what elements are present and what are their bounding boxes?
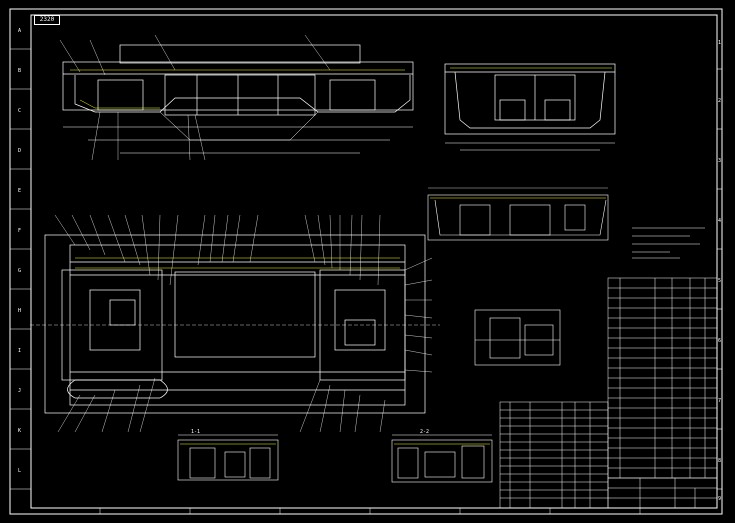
zone-label: 8 [718, 458, 722, 464]
section-2-2-view [391, 434, 493, 483]
section-1-1-label: 1-1 [191, 429, 201, 435]
plan-view-highlights [75, 257, 400, 269]
zone-ticks [10, 48, 722, 490]
detail-view-top [427, 187, 609, 241]
zone-label: F [18, 228, 22, 234]
bottom-zone-ticks [99, 508, 641, 514]
zone-label: 3 [718, 158, 722, 164]
zone-label: L [18, 468, 22, 474]
zone-label: H [18, 308, 22, 314]
zone-label: 1 [718, 40, 722, 46]
zone-label: D [18, 148, 22, 154]
zone-label: 7 [718, 398, 722, 404]
zone-label: 6 [718, 338, 722, 344]
technical-notes [632, 227, 705, 259]
inner-frame [30, 14, 718, 509]
plan-view-leaders-bottom [57, 377, 386, 433]
sheet-corner-tag: 2320 [34, 15, 60, 25]
section-2-2-label: 2-2 [420, 429, 430, 435]
front-elevation-view [62, 44, 414, 154]
section-1-1-view [177, 434, 279, 481]
zone-label: K [18, 428, 22, 434]
plan-view-leaders-top [54, 214, 381, 286]
zone-label: J [18, 388, 22, 394]
front-elevation-leaders [59, 34, 331, 161]
zone-label: E [18, 188, 22, 194]
zone-label: I [18, 348, 22, 354]
zone-label: 2 [718, 98, 722, 104]
side-elevation-view [444, 63, 616, 151]
zone-label: 5 [718, 278, 722, 284]
zone-label: G [18, 268, 22, 274]
outer-frame [9, 8, 723, 515]
plan-view-leaders-right [404, 257, 433, 373]
title-block [607, 477, 718, 509]
zone-label: B [18, 68, 22, 74]
front-elevation-highlights [70, 69, 405, 109]
zone-label: 4 [718, 218, 722, 224]
zone-label: C [18, 108, 22, 114]
zone-label: 9 [718, 496, 722, 502]
parts-list-lower [499, 401, 609, 509]
zone-label: A [18, 28, 22, 34]
parts-list-upper [607, 277, 718, 479]
detail-view-small [474, 309, 561, 366]
plan-view [30, 234, 440, 414]
